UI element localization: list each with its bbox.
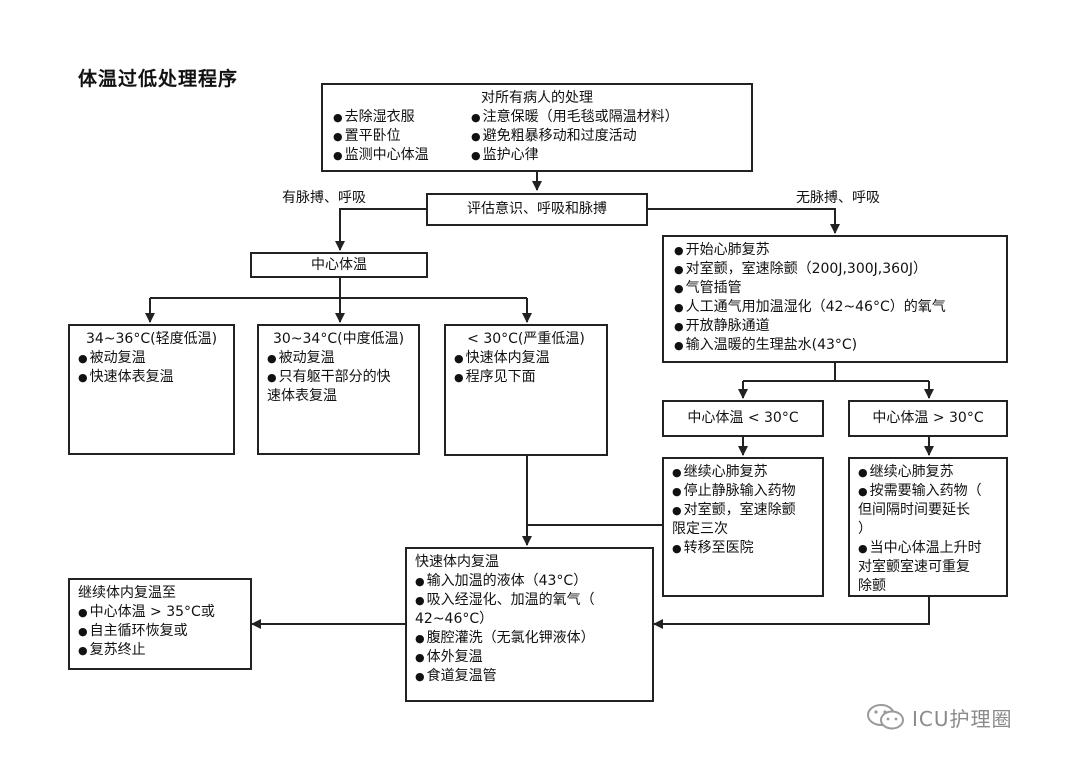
all-patients-header: 对所有病人的处理 xyxy=(481,90,593,106)
moderate-header: 30~34°C(中度低温) xyxy=(272,331,405,347)
list-item: 吸入经湿化、加温的氧气（ 42~46°C） xyxy=(415,591,644,629)
list-item: 人工通气用加温湿化（42~46°C）的氧气 xyxy=(674,298,996,317)
list-item: 开放静脉通道 xyxy=(674,317,996,336)
mild-header: 34~36°C(轻度低温) xyxy=(85,331,218,347)
list-item: 气管插管 xyxy=(674,279,996,298)
list-item: 腹腔灌洗（无氯化钾液体） xyxy=(415,629,644,648)
list-item: 对室颤，室速除颤 限定三次 xyxy=(672,501,814,539)
list-item: 避免粗暴移动和过度活动 xyxy=(471,127,679,146)
list-item: 输入温暖的生理盐水(43°C) xyxy=(674,336,996,355)
core-temp-high-label: 中心体温 > 30°C xyxy=(872,410,984,426)
list-item: 置平卧位 xyxy=(333,127,471,146)
mild-hypothermia-box: 34~36°C(轻度低温) 被动复温 快速体表复温 xyxy=(68,324,235,455)
page-title: 体温过低处理程序 xyxy=(78,68,239,90)
list-item: 输入加温的液体（43°C） xyxy=(415,572,644,591)
watermark-text: ICU护理圈 xyxy=(912,706,1013,731)
list-item: 去除湿衣服 xyxy=(333,108,471,127)
list-item: 被动复温 xyxy=(267,349,410,368)
list-item: 开始心肺复苏 xyxy=(674,241,996,260)
list-item: 被动复温 xyxy=(78,349,225,368)
core-temp-low-box: 中心体温 < 30°C xyxy=(662,400,824,437)
wechat-icon xyxy=(867,704,904,730)
all-patients-box: 对所有病人的处理 去除湿衣服 置平卧位 监测中心体温 注意保暖（用毛毯或隔温材料… xyxy=(321,83,753,172)
internal-rewarming-box: 快速体内复温 输入加温的液体（43°C） 吸入经湿化、加温的氧气（ 42~46°… xyxy=(405,547,654,702)
severe-header: < 30°C(严重低温) xyxy=(467,331,585,347)
assess-label: 评估意识、呼吸和脉搏 xyxy=(467,201,607,217)
list-item: 只有躯干部分的快 速体表复温 xyxy=(267,368,410,406)
list-item: 对室颤，室速除颤（200J,300J,360J） xyxy=(674,260,996,279)
all-patients-right-list: 注意保暖（用毛毯或隔温材料） 避免粗暴移动和过度活动 监护心律 xyxy=(471,108,679,165)
list-item: 程序见下面 xyxy=(454,368,598,387)
core-temp-box: 中心体温 xyxy=(250,252,428,278)
edge-label-no-pulse: 无脉搏、呼吸 xyxy=(796,190,880,206)
list-item: 注意保暖（用毛毯或隔温材料） xyxy=(471,108,679,127)
moderate-hypothermia-box: 30~34°C(中度低温) 被动复温 只有躯干部分的快 速体表复温 xyxy=(257,324,420,455)
edge-label-pulse: 有脉搏、呼吸 xyxy=(282,190,366,206)
list-item: 监护心律 xyxy=(471,146,679,165)
list-item: 中心体温 > 35°C或 xyxy=(78,603,242,622)
continue-rewarming-box: 继续体内复温至 中心体温 > 35°C或 自主循环恢复或 复苏终止 xyxy=(68,578,252,670)
cpr-box: 开始心肺复苏 对室颤，室速除颤（200J,300J,360J） 气管插管 人工通… xyxy=(662,235,1008,363)
core-temp-label: 中心体温 xyxy=(311,256,367,273)
list-item: 快速体内复温 xyxy=(454,349,598,368)
watermark: ICU护理圈 xyxy=(866,702,1013,732)
list-item: 复苏终止 xyxy=(78,641,242,660)
list-item: 停止静脉输入药物 xyxy=(672,482,814,501)
severe-hypothermia-box: < 30°C(严重低温) 快速体内复温 程序见下面 xyxy=(444,324,608,456)
list-item: 继续心肺复苏 xyxy=(672,463,814,482)
internal-header: 快速体内复温 xyxy=(415,554,499,570)
list-item: 继续心肺复苏 xyxy=(858,463,998,482)
core-temp-high-box: 中心体温 > 30°C xyxy=(848,400,1008,437)
continue-header: 继续体内复温至 xyxy=(78,585,176,601)
list-item: 自主循环恢复或 xyxy=(78,622,242,641)
list-item: 按需要输入药物（ 但间隔时间要延长 ） xyxy=(858,482,998,539)
core-temp-low-label: 中心体温 < 30°C xyxy=(687,410,799,426)
list-item: 转移至医院 xyxy=(672,539,814,558)
list-item: 体外复温 xyxy=(415,648,644,667)
assess-box: 评估意识、呼吸和脉搏 xyxy=(426,193,648,226)
list-item: 食道复温管 xyxy=(415,667,644,686)
high-temp-actions-box: 继续心肺复苏 按需要输入药物（ 但间隔时间要延长 ） 当中心体温上升时 对室颤室… xyxy=(848,457,1008,597)
low-temp-actions-box: 继续心肺复苏 停止静脉输入药物 对室颤，室速除颤 限定三次 转移至医院 xyxy=(662,457,824,597)
list-item: 当中心体温上升时 对室颤室速可重复 除颤 xyxy=(858,539,998,596)
all-patients-left-list: 去除湿衣服 置平卧位 监测中心体温 xyxy=(333,108,471,165)
list-item: 快速体表复温 xyxy=(78,368,225,387)
list-item: 监测中心体温 xyxy=(333,146,471,165)
